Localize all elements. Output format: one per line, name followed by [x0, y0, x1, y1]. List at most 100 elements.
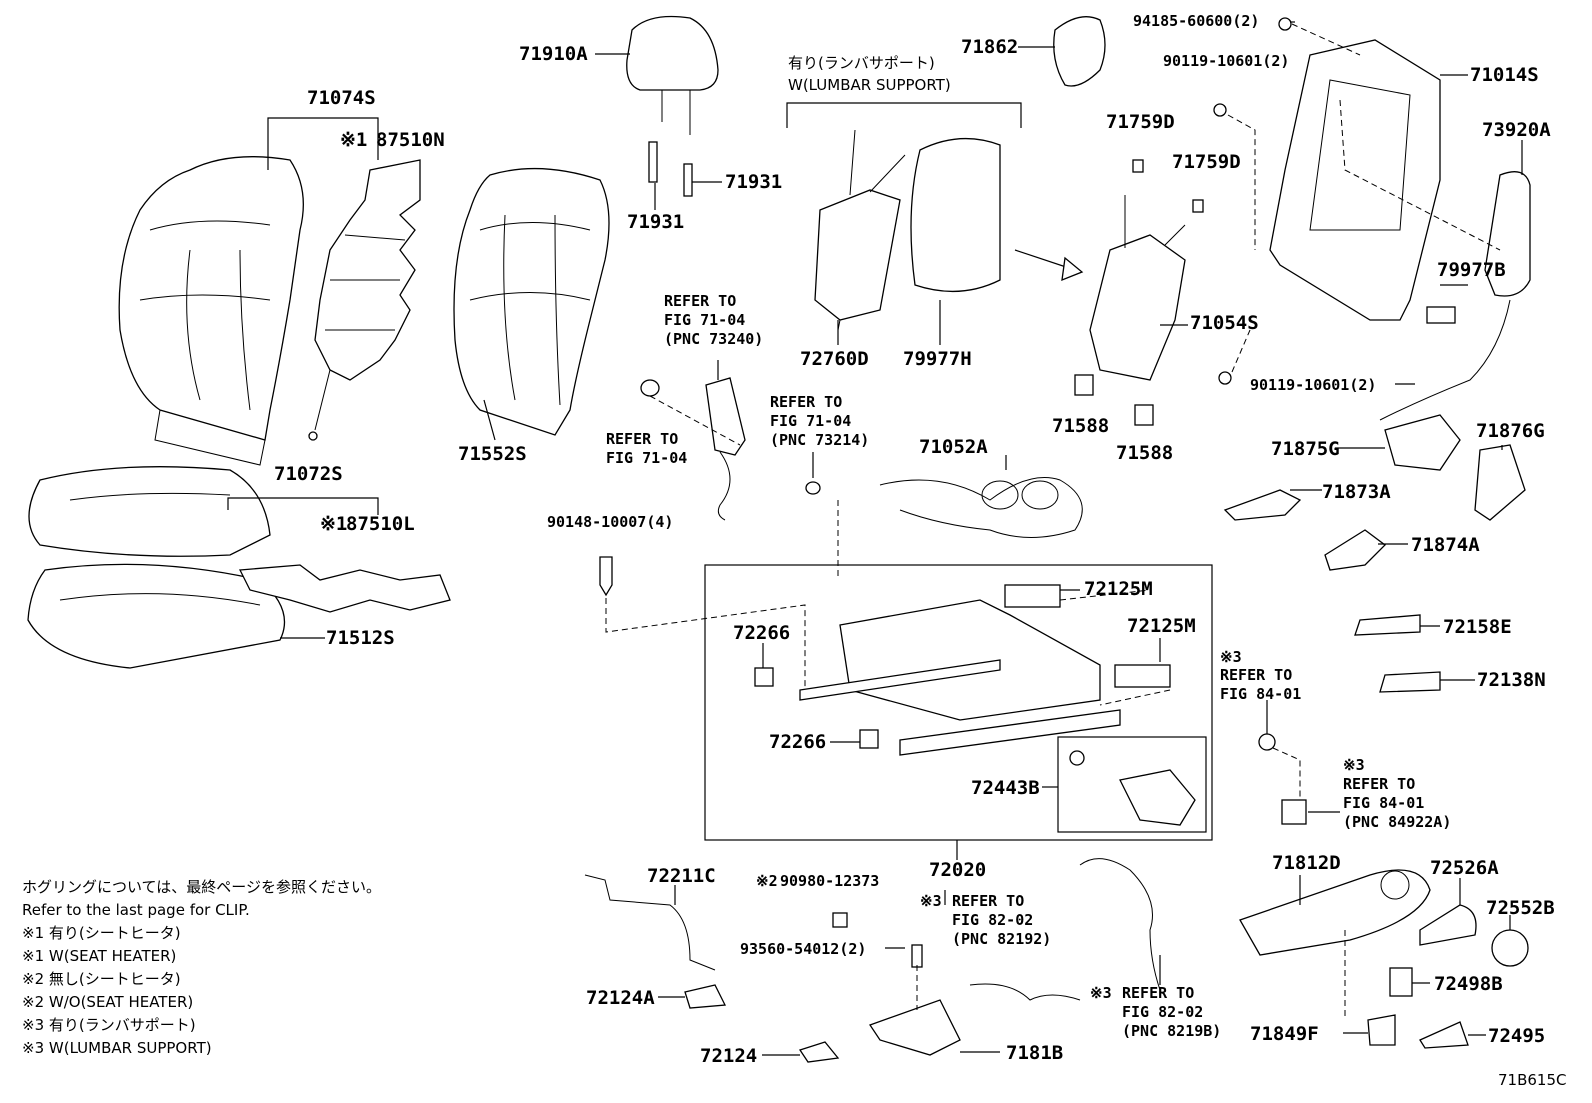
refer-fig-71-04[interactable]: REFER TO FIG 71-04: [606, 430, 688, 467]
arrow-head-icon: [1061, 256, 1084, 282]
seatback-pad-drawing: [453, 167, 610, 436]
part-label-72125M-lower[interactable]: 72125M: [1127, 615, 1196, 637]
seatback-frame-drawing: [1213, 17, 1441, 385]
part-label-72158E[interactable]: 72158E: [1443, 616, 1512, 638]
part-label-72125M-upper[interactable]: 72125M: [1084, 578, 1153, 600]
part-label-72760D[interactable]: 72760D: [800, 348, 869, 370]
part-label-71862[interactable]: 71862: [961, 36, 1019, 58]
lumbar-note-mark-b: ※3: [1343, 756, 1365, 774]
part-label-72124[interactable]: 72124: [700, 1045, 758, 1067]
cover-71862-drawing: [1053, 16, 1106, 87]
part-label-87510N[interactable]: 87510N: [376, 129, 445, 151]
part-label-71873A[interactable]: 71873A: [1322, 481, 1391, 503]
lumbar-switch-drawing: [1223, 414, 1526, 693]
part-label-71876G[interactable]: 71876G: [1476, 420, 1545, 442]
part-label-71759D-upper[interactable]: 71759D: [1106, 111, 1175, 133]
part-label-72443B[interactable]: 72443B: [971, 777, 1040, 799]
part-label-71874A[interactable]: 71874A: [1411, 534, 1480, 556]
part-label-72124A[interactable]: 72124A: [586, 987, 655, 1009]
part-label-72552B[interactable]: 72552B: [1486, 897, 1555, 919]
legend-line: Refer to the last page for CLIP.: [22, 901, 250, 919]
legend-line: ※3 W(LUMBAR SUPPORT): [22, 1039, 212, 1057]
wire-harness-drawing: [879, 477, 1083, 538]
lumbar-note-mark-c: ※3: [920, 892, 942, 910]
legend-line: ホグリングについては、最終ページを参照ください。: [22, 878, 381, 896]
part-label-72526A[interactable]: 72526A: [1430, 857, 1499, 879]
lumbar-assembly-drawing: [1074, 159, 1204, 426]
part-label-90119-10601-lower[interactable]: 90119-10601(2): [1250, 376, 1377, 394]
refer-pnc-73240[interactable]: REFER TO FIG 71-04 (PNC 73240): [664, 292, 764, 348]
figure-id: 71B615C: [1498, 1071, 1567, 1089]
part-label-72211C[interactable]: 72211C: [647, 865, 716, 887]
leader-lines: [227, 21, 1523, 1056]
cushion-heater-drawing: [238, 564, 451, 613]
detail-72443B-drawing: [1069, 750, 1196, 826]
side-shield-drawing: [1239, 869, 1529, 1049]
part-label-71552S[interactable]: 71552S: [458, 443, 527, 465]
legend-line: ※2 無し(シートヒータ): [22, 970, 181, 988]
lumbar-note-mark-d: ※3: [1090, 984, 1112, 1002]
part-label-90148-10007[interactable]: 90148-10007(4): [547, 513, 674, 531]
refer-pnc-84922A[interactable]: REFER TO FIG 84-01 (PNC 84922A): [1343, 775, 1452, 831]
part-label-79977B[interactable]: 79977B: [1437, 259, 1506, 281]
seat-adjuster-drawing: [754, 584, 1171, 756]
refer-pnc-82192[interactable]: REFER TO FIG 82-02 (PNC 82192): [952, 892, 1052, 948]
part-label-71849F[interactable]: 71849F: [1250, 1023, 1319, 1045]
part-label-87510L[interactable]: 87510L: [346, 513, 415, 535]
part-label-71512S[interactable]: 71512S: [326, 627, 395, 649]
part-label-72266-upper[interactable]: 72266: [733, 622, 791, 644]
adjuster-assembly-box: [704, 564, 1213, 841]
refer-fig-84-01[interactable]: REFER TO FIG 84-01: [1220, 666, 1302, 703]
refer-pnc-73214[interactable]: REFER TO FIG 71-04 (PNC 73214): [770, 393, 870, 449]
part-label-72020[interactable]: 72020: [929, 859, 987, 881]
part-label-71910A[interactable]: 71910A: [519, 43, 588, 65]
legend: ホグリングについては、最終ページを参照ください。 Refer to the la…: [22, 876, 381, 1060]
part-label-71052A[interactable]: 71052A: [919, 436, 988, 458]
lumbar-note-mark-a: ※3: [1220, 648, 1242, 666]
part-label-7181B[interactable]: 7181B: [1006, 1042, 1064, 1064]
cushion-heater-note-mark: ※1: [320, 513, 348, 535]
part-label-71588-right[interactable]: 71588: [1116, 442, 1174, 464]
part-label-72138N[interactable]: 72138N: [1477, 669, 1546, 691]
part-label-72266-lower[interactable]: 72266: [769, 731, 827, 753]
recliner-cover-drawing: [1379, 171, 1531, 421]
seatback-cover-drawing: [118, 156, 304, 466]
legend-line: ※1 有り(シートヒータ): [22, 924, 181, 942]
heater-note-mark: ※1: [340, 129, 368, 151]
part-label-90980-12373[interactable]: 90980-12373: [780, 872, 880, 890]
part-label-90119-10601-upper[interactable]: 90119-10601(2): [1163, 52, 1290, 70]
part-label-93560-54012[interactable]: 93560-54012(2): [740, 940, 867, 958]
part-label-71054S[interactable]: 71054S: [1190, 312, 1259, 334]
seat-cushion-cover-drawing: [28, 466, 271, 557]
legend-line: ※2 W/O(SEAT HEATER): [22, 993, 194, 1011]
refer-pnc-8219B[interactable]: REFER TO FIG 82-02 (PNC 8219B): [1122, 984, 1222, 1040]
seatback-heater-drawing: [308, 159, 421, 441]
part-no-heater-note-mark: ※2: [756, 872, 778, 890]
alignment-dashes: [605, 23, 1501, 1020]
side-bolt-drawing: [1258, 733, 1307, 825]
lumbar-option-en: W(LUMBAR SUPPORT): [788, 76, 951, 94]
detail-72443B-box: [1057, 736, 1207, 833]
part-label-71812D[interactable]: 71812D: [1272, 852, 1341, 874]
part-label-71875G[interactable]: 71875G: [1271, 438, 1340, 460]
part-label-71588-left[interactable]: 71588: [1052, 415, 1110, 437]
part-label-72495[interactable]: 72495: [1488, 1025, 1546, 1047]
part-label-71759D-lower[interactable]: 71759D: [1172, 151, 1241, 173]
part-label-71072S[interactable]: 71072S: [274, 463, 343, 485]
lumbar-support-drawing: [814, 129, 1001, 331]
headrest-drawing: [626, 15, 719, 197]
part-label-94185-60600[interactable]: 94185-60600(2): [1133, 12, 1260, 30]
legend-line: ※1 W(SEAT HEATER): [22, 947, 177, 965]
part-label-71931-left[interactable]: 71931: [627, 211, 685, 233]
part-label-72498B[interactable]: 72498B: [1434, 973, 1503, 995]
part-label-71074S[interactable]: 71074S: [307, 87, 376, 109]
part-label-73920A[interactable]: 73920A: [1482, 119, 1551, 141]
seatbelt-buckle-drawing: [599, 377, 821, 597]
part-label-71014S[interactable]: 71014S: [1470, 64, 1539, 86]
legend-line: ※3 有り(ランバサポート): [22, 1016, 196, 1034]
seat-cushion-pad-drawing: [27, 563, 286, 669]
part-label-79977H[interactable]: 79977H: [903, 348, 972, 370]
part-label-71931-right[interactable]: 71931: [725, 171, 783, 193]
